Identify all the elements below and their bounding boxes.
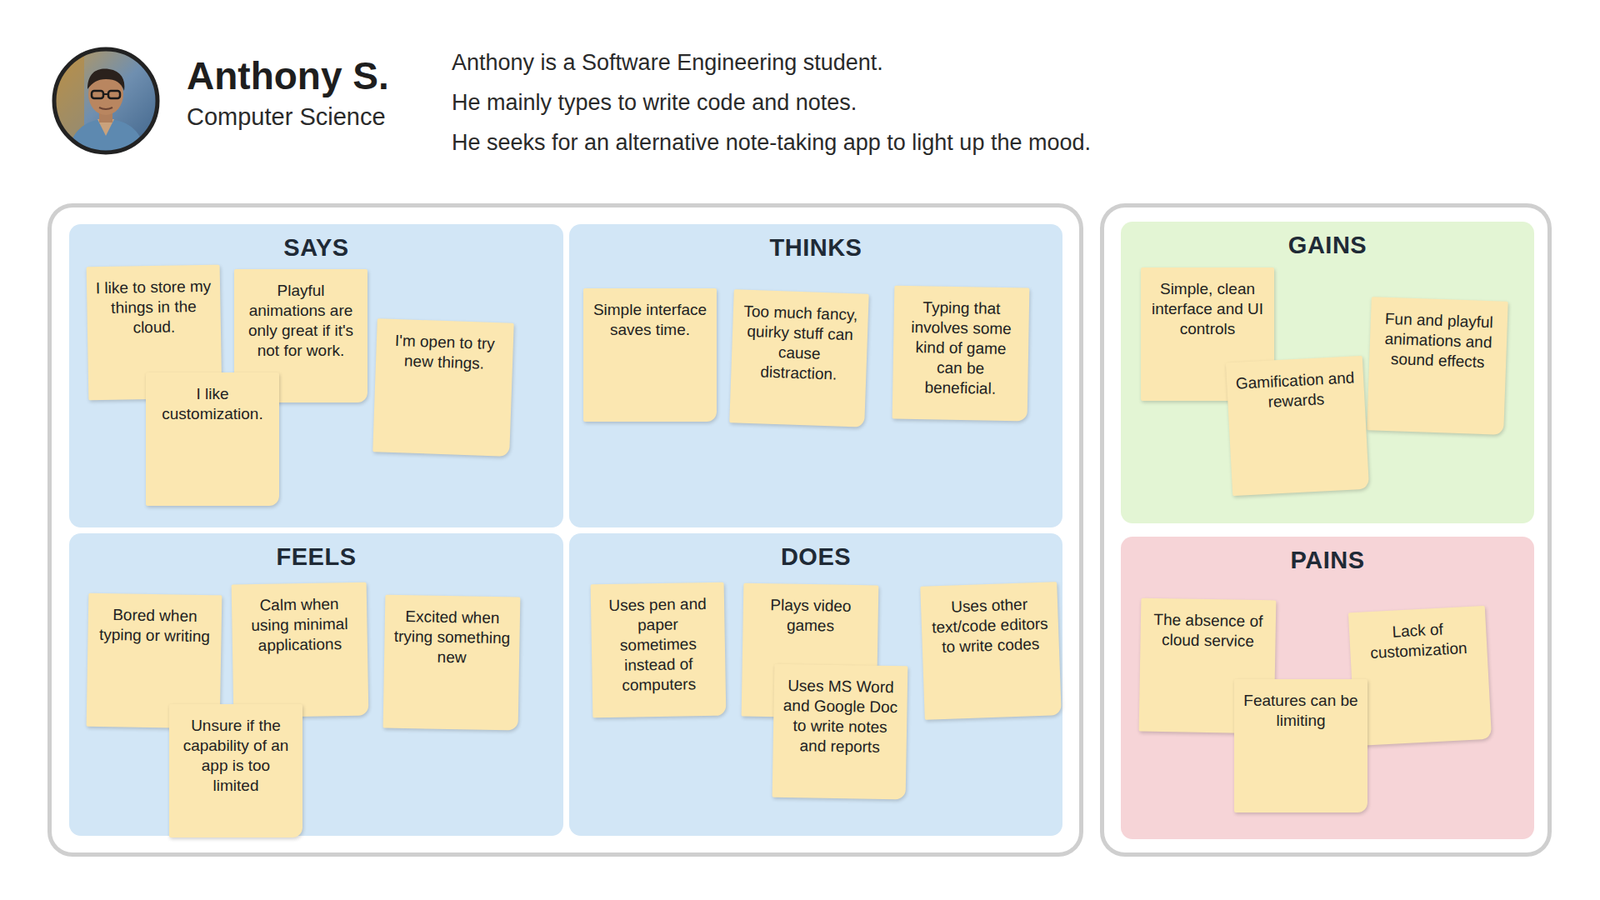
sticky-note: Uses other text/code editors to write co… bbox=[920, 581, 1061, 720]
persona-description: He seeks for an alternative note-taking … bbox=[451, 130, 1091, 156]
quadrant-heading: SAYS bbox=[69, 234, 564, 262]
empathy-quadrant: THINKS Simple interface saves time. Too mu… bbox=[569, 224, 1063, 528]
note-text: Uses pen and paper sometimes instead of … bbox=[599, 594, 718, 696]
persona-description: He mainly types to write code and notes. bbox=[451, 90, 857, 116]
empathy-quadrant: FEELS Bored when typing or writing Calm wh… bbox=[69, 533, 564, 836]
note-text: Uses MS Word and Google Doc to write not… bbox=[780, 675, 900, 758]
sticky-note: Simple interface saves time. bbox=[583, 288, 717, 422]
note-text: Excited when trying something new bbox=[392, 606, 512, 669]
note-text: Too much fancy, quirky stuff can cause d… bbox=[739, 301, 860, 386]
sticky-note: Unsure if the capability of an app is to… bbox=[169, 704, 303, 838]
sticky-note: Calm when using minimal applications bbox=[231, 582, 370, 719]
note-text: Calm when using minimal applications bbox=[240, 594, 360, 656]
empathy-quadrant: PAINS The absence of cloud service Lack of… bbox=[1120, 536, 1535, 840]
sticky-note: Gamification and rewards bbox=[1225, 355, 1370, 496]
sticky-note: I'm open to try new things. bbox=[372, 318, 514, 457]
note-text: Simple, clean interface and UI controls bbox=[1149, 279, 1266, 340]
sticky-note: Features can be limiting bbox=[1234, 679, 1368, 813]
quadrant-heading: DOES bbox=[569, 543, 1063, 571]
persona-description: Anthony is a Software Engineering studen… bbox=[451, 50, 884, 76]
note-text: Features can be limiting bbox=[1242, 690, 1360, 731]
note-text: Unsure if the capability of an app is to… bbox=[177, 715, 295, 796]
sticky-note: Too much fancy, quirky stuff can cause d… bbox=[729, 289, 869, 428]
note-text: Uses other text/code editors to write co… bbox=[929, 594, 1051, 659]
note-text: I like customization. bbox=[154, 384, 271, 425]
note-text: I like to store my things in the cloud. bbox=[95, 276, 213, 339]
note-text: Bored when typing or writing bbox=[95, 605, 214, 647]
empathy-quadrant: DOES Uses pen and paper sometimes instead… bbox=[569, 533, 1063, 836]
sticky-note: Typing that involves some kind of game c… bbox=[892, 285, 1030, 422]
portrait-photo bbox=[50, 45, 161, 156]
note-text: Lack of customization bbox=[1357, 617, 1480, 664]
note-text: The absence of cloud service bbox=[1148, 610, 1268, 652]
note-text: Simple interface saves time. bbox=[591, 300, 709, 340]
sticky-note: Lack of customization bbox=[1348, 605, 1492, 746]
sticky-note: I like customization. bbox=[145, 372, 280, 506]
note-text: I'm open to try new things. bbox=[384, 330, 506, 375]
note-text: Playful animations are only great if it'… bbox=[242, 280, 360, 361]
note-text: Plays video games bbox=[750, 595, 870, 637]
sticky-note: Fun and playful animations and sound eff… bbox=[1366, 296, 1508, 435]
sticky-note: Uses pen and paper sometimes instead of … bbox=[590, 582, 727, 719]
persona-name: Anthony S. bbox=[186, 53, 390, 99]
quadrant-heading: PAINS bbox=[1120, 546, 1535, 575]
empathy-quadrant: SAYS I like to store my things in the clo… bbox=[69, 224, 564, 528]
persona-role: Computer Science bbox=[186, 103, 386, 131]
quadrant-heading: THINKS bbox=[569, 234, 1063, 262]
quadrant-heading: GAINS bbox=[1120, 231, 1535, 260]
sticky-note: Excited when trying something new bbox=[383, 595, 521, 731]
note-text: Typing that involves some kind of game c… bbox=[900, 297, 1021, 400]
note-text: Gamification and rewards bbox=[1235, 367, 1357, 414]
sticky-note: Uses MS Word and Google Doc to write not… bbox=[772, 664, 909, 800]
note-text: Fun and playful animations and sound eff… bbox=[1377, 309, 1500, 374]
empathy-quadrant: GAINS Simple, clean interface and UI cont… bbox=[1120, 221, 1535, 524]
quadrant-heading: FEELS bbox=[69, 543, 564, 571]
